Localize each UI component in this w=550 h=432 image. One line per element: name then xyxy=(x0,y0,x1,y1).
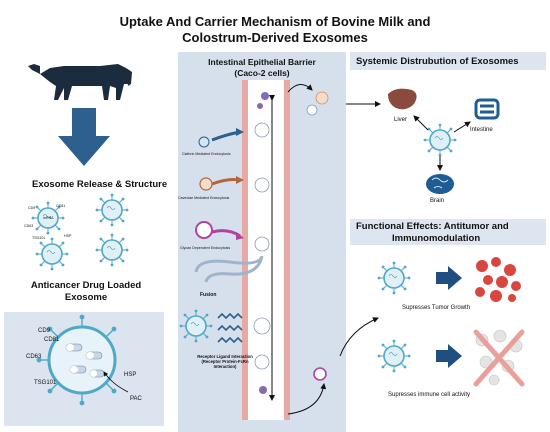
caveolae-label: Caveolae Mediated Endocytosis xyxy=(178,196,230,200)
fusion-loop xyxy=(194,255,264,283)
anticancer-title-2: Exosome xyxy=(64,292,108,303)
liver-label: Liver xyxy=(394,117,408,123)
clathrin-arrow xyxy=(211,130,241,142)
systemic-header-bar xyxy=(350,52,546,70)
fusion-label: Fusion xyxy=(200,292,217,298)
exit-exosome-top xyxy=(306,91,329,116)
receptor-structures xyxy=(217,312,243,344)
title-line-1: Uptake And Carrier Mechanism of Bovine M… xyxy=(119,14,431,29)
glycan-arrow xyxy=(211,229,241,238)
mini-label-cd9: CD9 xyxy=(28,206,36,210)
exosome-release-title: Exosome Release & Structure xyxy=(32,179,168,190)
intestinal-title-1: Intestinal Epithelial Barrier xyxy=(208,57,316,67)
drug-loaded-exosome xyxy=(36,314,129,406)
glycan-label: Glycan Dependent Endocytosis xyxy=(180,246,231,250)
anticancer-title-1: Anticancer Drug Loaded xyxy=(30,280,142,291)
receptor-label-2: (Receptor Protein-FcRn xyxy=(201,359,249,364)
cargo-dots xyxy=(257,92,269,394)
functional-title-2: Immunomodulation xyxy=(392,233,481,244)
cross-icon xyxy=(473,329,525,387)
tumor-cells-icon xyxy=(475,257,521,302)
marker-pac: PAC xyxy=(130,396,142,402)
cow-icon xyxy=(28,64,132,100)
marker-cd63: CD63 xyxy=(26,354,42,360)
liver-icon xyxy=(388,88,417,110)
clathrin-label: Clathrin Mediated Endocytosis xyxy=(182,152,231,156)
immune-exosome xyxy=(376,338,412,374)
intestine-icon xyxy=(474,98,500,120)
marker-tsg101: TSG101 xyxy=(34,380,57,386)
brain-icon xyxy=(426,174,454,194)
mini-label-cd63: CD63 xyxy=(24,224,34,228)
caveolae-exosome xyxy=(199,177,213,191)
systemic-title: Systemic Distrubution of Exosomes xyxy=(356,56,519,67)
tumor-caption: Supresses Tumor Growth xyxy=(402,305,471,311)
tumor-arrow xyxy=(436,266,462,290)
tumor-exosome xyxy=(376,260,412,296)
brain-label: Brain xyxy=(430,198,445,204)
immune-caption: Supresses immune cell activity xyxy=(388,392,471,398)
exit-arrow-top xyxy=(287,84,313,93)
internal-vesicles xyxy=(253,122,271,370)
marker-hsp: HSP xyxy=(124,372,137,378)
mini-label-cd81: CD81 xyxy=(56,204,66,208)
exit-arrow-bottom xyxy=(287,383,327,415)
systemic-exosome xyxy=(422,122,458,158)
caveolae-arrow xyxy=(211,178,241,186)
intestine-label: Intestine xyxy=(470,127,493,133)
glycan-exosome xyxy=(195,221,213,239)
mini-label-hsp: HSP xyxy=(64,234,72,238)
big-down-arrow xyxy=(58,108,110,166)
functional-title-1: Functional Effects: Antitumor and xyxy=(356,221,509,232)
mini-label-tsg101: TSG101 xyxy=(32,236,46,240)
functional-header-bar xyxy=(350,219,546,245)
clathrin-exosome xyxy=(198,136,210,148)
fusion-exosome xyxy=(178,308,214,344)
intestinal-title-2: (Caco-2 cells) xyxy=(234,68,290,78)
title-line-2: Colostrum-Derived Exosomes xyxy=(182,30,368,45)
mini-inner-mrna: mRNA xyxy=(43,216,54,220)
receptor-label-3: Interaction) xyxy=(213,364,237,369)
immune-arrow xyxy=(436,344,462,368)
marker-cd81: CD81 xyxy=(44,337,60,343)
marker-cd9: CD9 xyxy=(38,328,51,334)
exosome-cluster xyxy=(30,192,130,272)
receptor-label-1: Receptor Ligand Interaction xyxy=(197,354,253,359)
